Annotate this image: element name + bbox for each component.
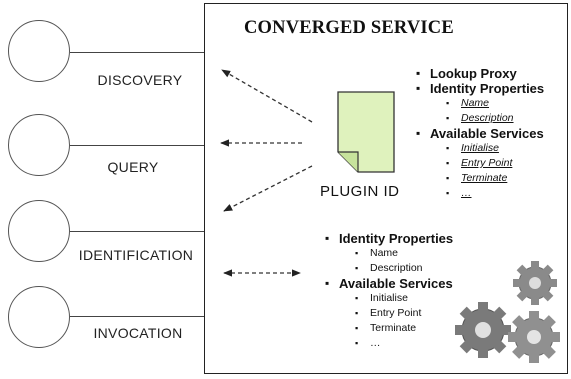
lower-service-more-item: …: [325, 336, 453, 351]
lower-identity-description-item: Description: [325, 261, 453, 276]
service-more-text[interactable]: …: [461, 187, 472, 199]
service-more-link[interactable]: …: [416, 186, 544, 201]
document-icon: [337, 91, 395, 173]
lower-service-initialise-item: Initialise: [325, 291, 453, 306]
connector-line-discovery: [70, 52, 204, 53]
lower-identity-name-item: Name: [325, 246, 453, 261]
identity-properties-item: Identity Properties: [416, 81, 544, 96]
diagram-title: CONVERGED SERVICE: [244, 18, 454, 38]
identification-arrow: [223, 165, 313, 212]
upper-property-list: Lookup Proxy Identity Properties Name De…: [416, 66, 544, 201]
service-terminate-link[interactable]: Terminate: [416, 171, 544, 186]
interface-label-invocation: INVOCATION: [93, 325, 183, 341]
interface-circle-identification: [8, 200, 70, 262]
interface-circle-query: [8, 114, 70, 176]
interface-label-query: QUERY: [107, 159, 159, 175]
lookup-proxy-item: Lookup Proxy: [416, 66, 544, 81]
interface-circle-invocation: [8, 286, 70, 348]
lower-service-entry-point-item: Entry Point: [325, 306, 453, 321]
connector-line-query: [70, 145, 204, 146]
lower-available-services-item: Available Services: [325, 276, 453, 291]
gears-icon: [455, 261, 560, 363]
service-initialise-text[interactable]: Initialise: [461, 142, 499, 154]
discovery-arrow: [221, 69, 313, 123]
identity-name-text[interactable]: Name: [461, 97, 490, 109]
lower-service-terminate-item: Terminate: [325, 321, 453, 336]
identity-description-text[interactable]: Description: [461, 112, 514, 124]
identity-name-link[interactable]: Name: [416, 96, 544, 111]
service-entry-point-text[interactable]: Entry Point: [461, 157, 513, 169]
service-initialise-link[interactable]: Initialise: [416, 141, 544, 156]
plugin-id-label: PLUGIN ID: [320, 183, 400, 200]
interface-label-discovery: DISCOVERY: [97, 72, 183, 88]
lower-property-list: Identity Properties Name Description Ava…: [325, 231, 453, 351]
identity-description-link[interactable]: Description: [416, 111, 544, 126]
interface-label-identification: IDENTIFICATION: [78, 247, 194, 263]
connector-line-invocation: [70, 316, 204, 317]
connector-line-identification: [70, 231, 204, 232]
service-terminate-text[interactable]: Terminate: [461, 172, 508, 184]
lower-identity-properties-item: Identity Properties: [325, 231, 453, 246]
interface-circle-discovery: [8, 20, 70, 82]
service-entry-point-link[interactable]: Entry Point: [416, 156, 544, 171]
available-services-item: Available Services: [416, 126, 544, 141]
